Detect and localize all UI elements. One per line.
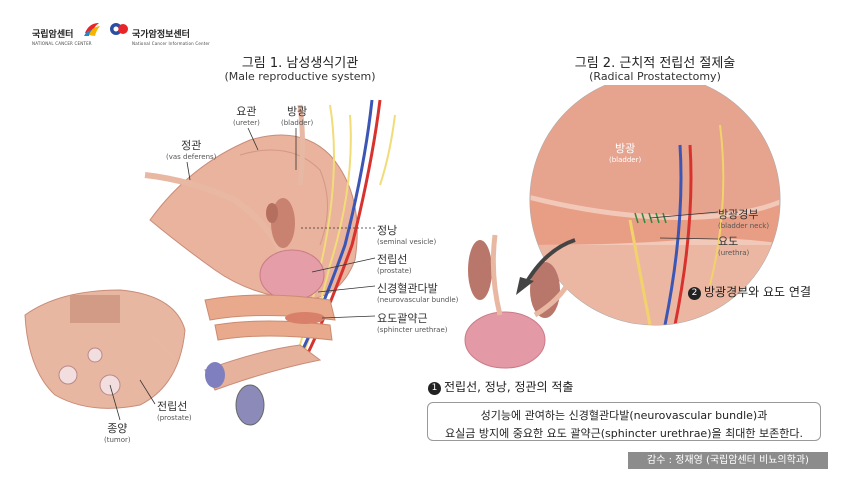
figure2-title: 그림 2. 근치적 전립선 절제술 [574,56,736,71]
label-en: (seminal vesicle) [377,238,437,246]
label-tumor: 종양 (tumor) [104,420,131,444]
label-seminal-vesicle: 정낭 (seminal vesicle) [377,222,436,246]
label-ko: 종양 [107,422,128,435]
label-ko: 방광 [614,142,636,155]
label-neurovascular-bundle: 신경혈관다발 (neurovascular bundle) [377,280,458,304]
label-bladder-fig2: 방광 (bladder) [609,140,641,164]
male-reproductive-illustration [24,99,396,426]
label-ko: 전립선 [377,253,408,266]
figure1-subtitle: (Male reproductive system) [224,70,376,83]
note-line-2: 요실금 방지에 중요한 요도 괄약근(sphincter urethrae)을 … [445,427,803,440]
logo-name: 국립암센터 [32,30,74,40]
label-en: (urethra) [718,249,750,257]
label-ureter: 요관 (ureter) [233,103,260,127]
label-en: (bladder neck) [718,222,770,230]
figure2-leader-lines [649,211,719,240]
radical-prostatectomy-illustration [464,85,781,369]
step-text: 방광경부와 요도 연결 [704,285,811,299]
label-bladder: 방광 (bladder) [281,103,313,127]
label-ko: 요도 [718,235,739,248]
label-en: (prostate) [157,414,192,422]
figure1-leader-lines [109,127,376,421]
logo-subtitle: National Cancer Information Center [132,41,210,46]
label-en: (prostate) [377,267,412,275]
step-number: 1 [428,382,441,395]
label-en: (tumor) [104,436,131,444]
step-text: 전립선, 정낭, 정관의 적출 [444,380,574,394]
label-ko: 신경혈관다발 [377,282,438,295]
label-ko: 요관 [236,105,257,118]
label-ko: 전립선 [157,400,188,413]
label-sphincter-urethrae: 요도괄약근 (sphincter urethrae) [377,310,448,334]
credit-badge: 감수 : 정재영 (국립암센터 비뇨의학과) [628,452,828,469]
label-prostate-inset: 전립선 (prostate) [157,398,192,422]
label-en: (ureter) [233,119,260,127]
label-ko: 정낭 [377,224,398,237]
label-urethra: 요도 (urethra) [718,233,749,257]
label-en: (bladder) [281,119,314,127]
label-ko: 요도괄약근 [377,312,428,325]
label-en: (vas deferens) [166,153,217,161]
logo-national-cancer-information-center: 국가암정보센터 National Cancer Information Cent… [132,22,210,46]
note-box: 성기능에 관여하는 신경혈관다발(neurovascular bundle)과 … [427,402,821,441]
label-ko: 방광경부 [718,208,759,221]
label-vas-deferens: 정관 (vas deferens) [166,137,216,161]
logo-national-cancer-center: 국립암센터 NATIONAL CANCER CENTER [32,22,92,46]
label-en: (neurovascular bundle) [377,296,459,304]
label-bladder-neck: 방광경부 (bladder neck) [718,206,769,230]
label-ko: 방광 [286,105,308,118]
logo-subtitle: NATIONAL CANCER CENTER [32,41,92,46]
step-number: 2 [688,287,701,300]
label-prostate: 전립선 (prostate) [377,251,412,275]
nci-logo-mark-icon [110,21,130,41]
label-en: (sphincter urethrae) [377,326,448,334]
figure1-title: 그림 1. 남성생식기관 [241,56,359,71]
label-en: (bladder) [609,156,642,164]
label-ko: 정관 [181,139,202,152]
ncc-logo-mark-icon [83,21,101,41]
figure2-subtitle: (Radical Prostatectomy) [589,70,721,83]
note-line-1: 성기능에 관여하는 신경혈관다발(neurovascular bundle)과 [480,409,768,422]
logo-name: 국가암정보센터 [132,30,190,40]
